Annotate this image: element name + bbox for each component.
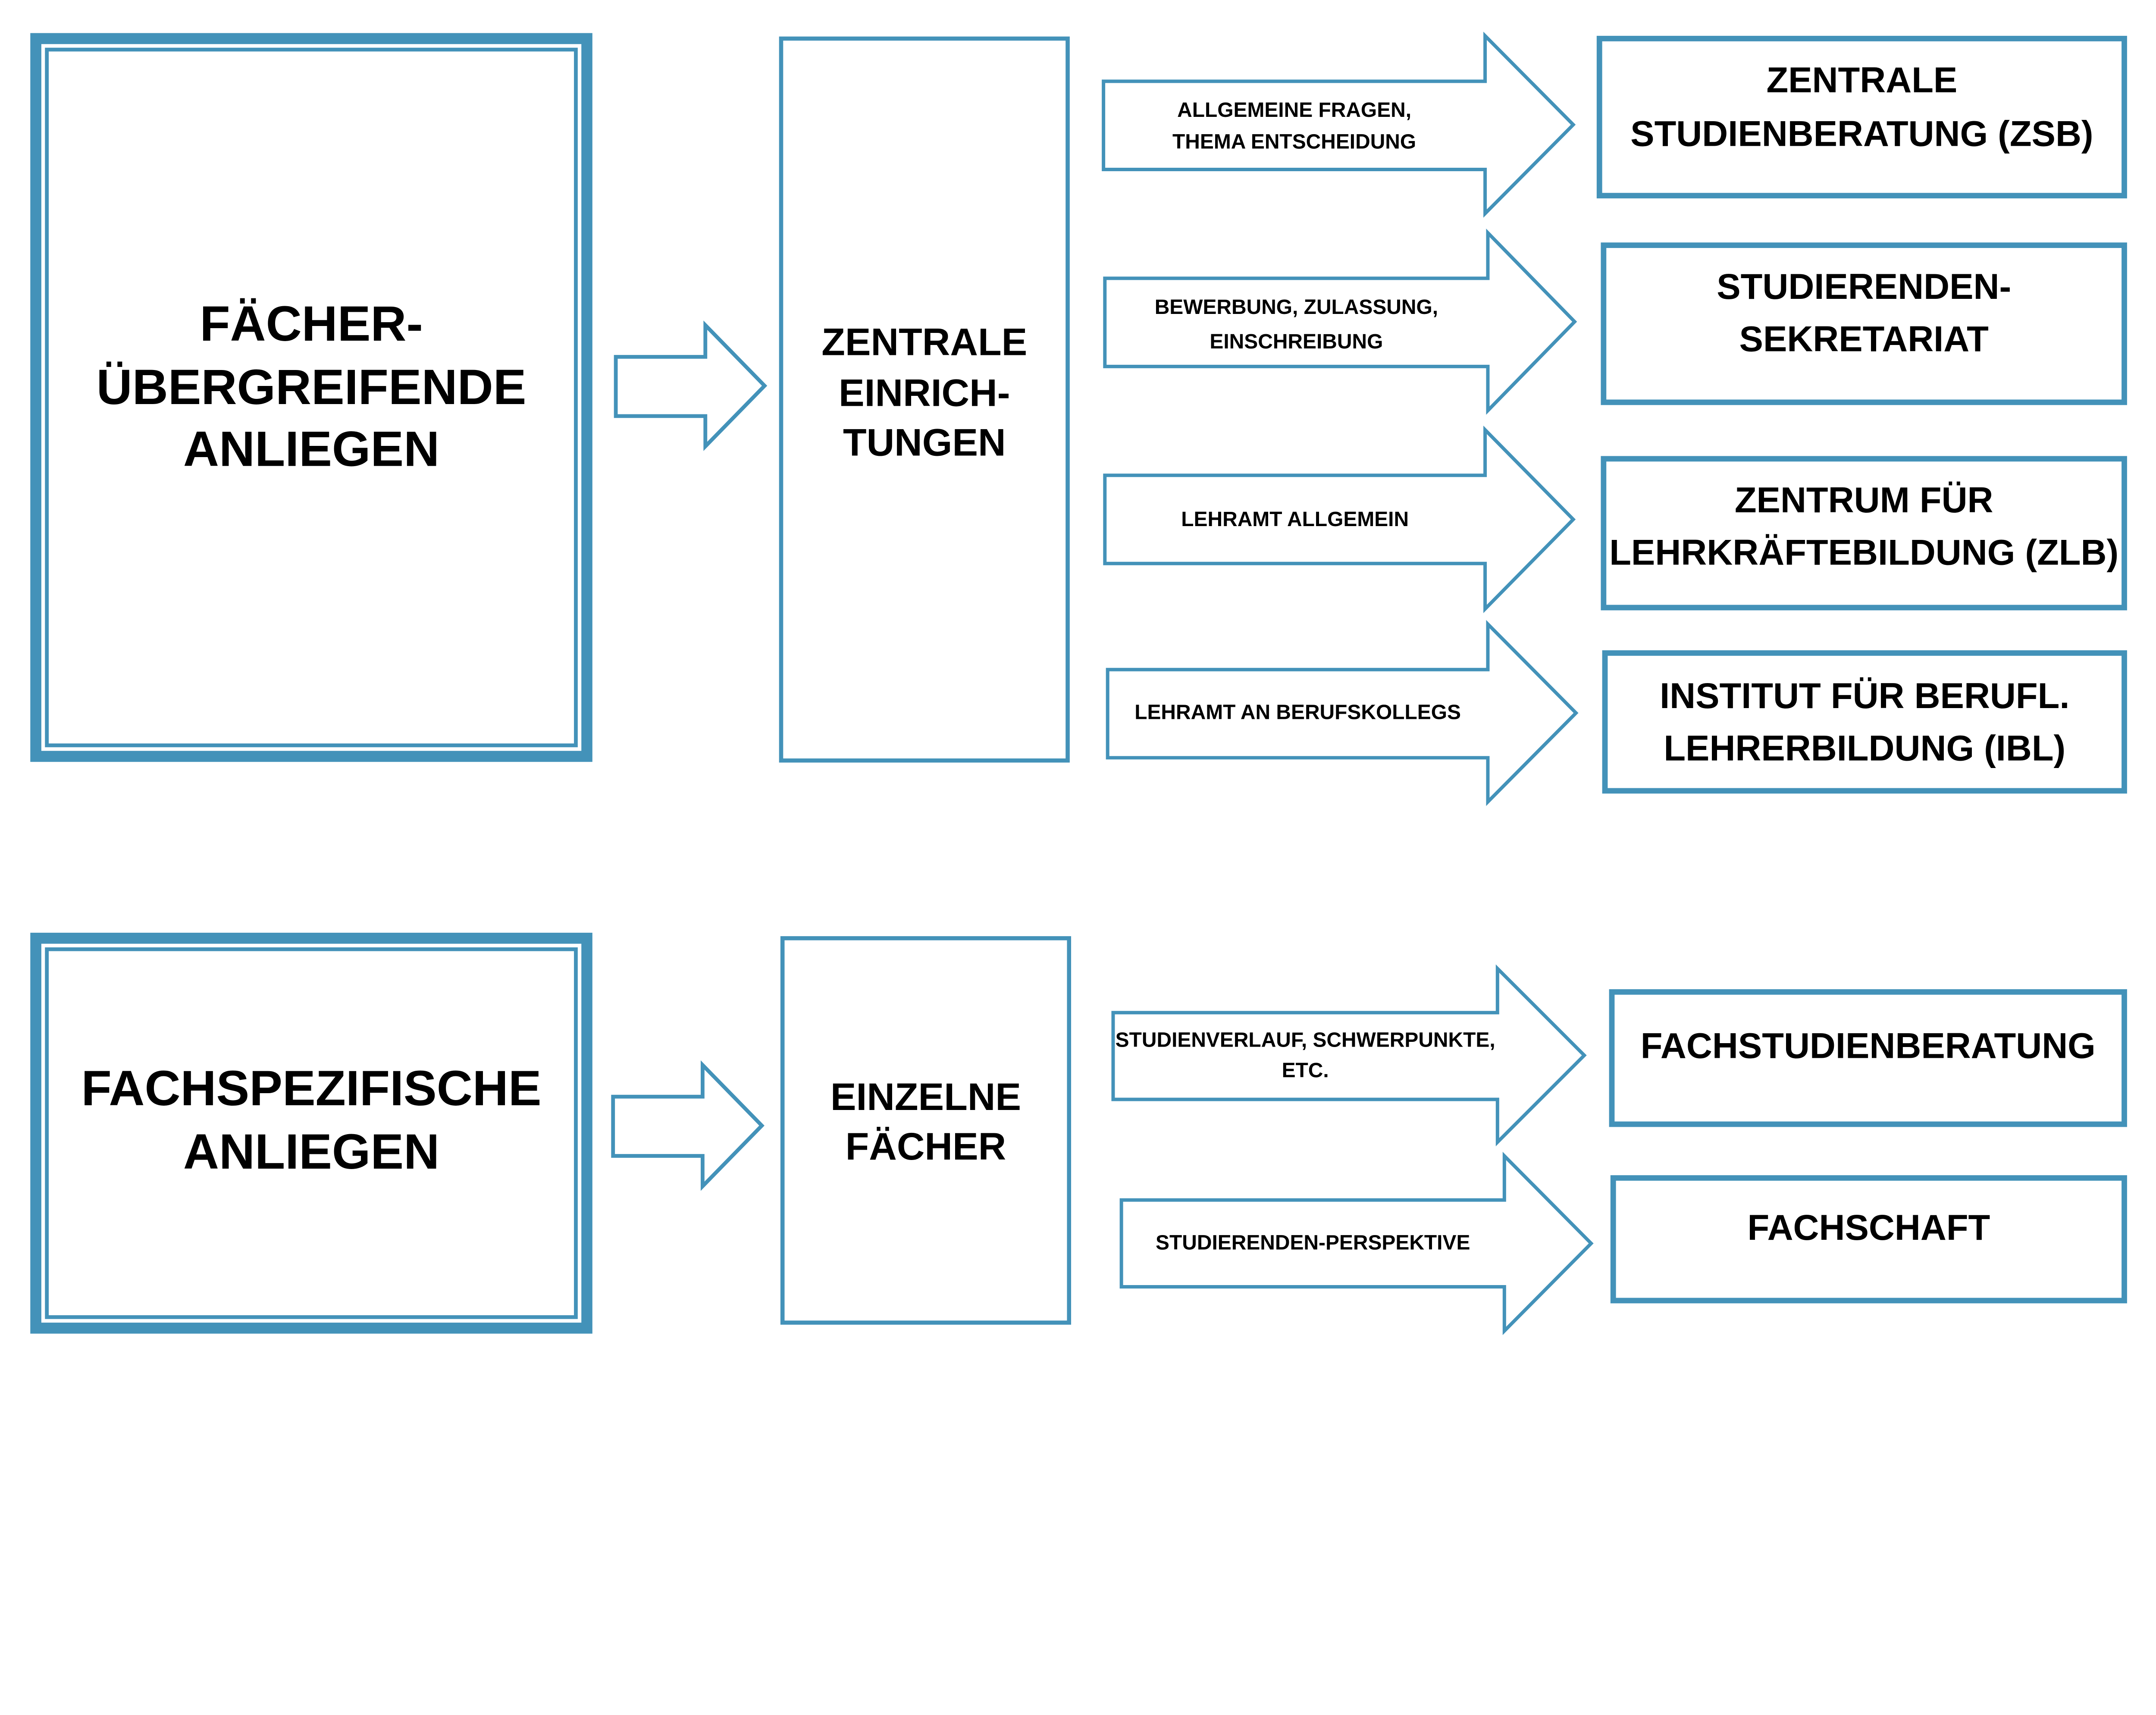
label-line: STUDIERENDEN-PERSPEKTIVE (1156, 1231, 1470, 1254)
advising-flow-diagram: FÄCHER- ÜBERGREIFENDE ANLIEGEN ZENTRALE EINR… (30, 31, 2127, 1335)
topic-arrow: STUDIENVERLAUF, SCHWERPUNKTE, ETC. (1111, 964, 1587, 1147)
label-line: STUDIENBERATUNG (ZSB) (1630, 113, 2093, 154)
institution-box: ZENTRALE EINRICH- TUNGEN (779, 36, 1070, 763)
arrow-right-icon (1106, 620, 1579, 806)
label-line: ETC. (1282, 1059, 1329, 1082)
target-office-box: INSTITUT FÜR BERUFL. LEHRERBILDUNG (IBL) (1602, 650, 2127, 794)
route: STUDIENVERLAUF, SCHWERPUNKTE, ETC. FACHSTU… (1111, 964, 2127, 1147)
label-line: ÜBERGREIFENDE (97, 360, 526, 415)
arrow-right-icon (1103, 229, 1577, 415)
label-line: LEHRAMT AN BERUFSKOLLEGS (1134, 701, 1461, 724)
route: LEHRAMT AN BERUFSKOLLEGS INSTITUT FÜR BER… (1106, 620, 2127, 806)
arrow-right-icon (1103, 426, 1576, 613)
label-line: ZENTRALE (821, 320, 1027, 363)
label-line: FACHSTUDIENBERATUNG (1641, 1025, 2096, 1066)
label-line: SEKRETARIAT (1739, 319, 1989, 359)
label-line: ALLGEMEINE FRAGEN, (1177, 99, 1411, 122)
route: LEHRAMT ALLGEMEIN ZENTRUM FÜR LEHRKRÄFTEBI… (1103, 426, 2127, 613)
arrow-right-icon (1119, 1151, 1594, 1335)
route: ALLGEMEINE FRAGEN, THEMA ENTSCHEIDUNG ZENT… (1102, 31, 2127, 218)
arrow-right-icon (1102, 31, 1576, 218)
topic-arrow: LEHRAMT AN BERUFSKOLLEGS (1106, 620, 1579, 806)
label-line: FACHSPEZIFISCHE (81, 1061, 542, 1116)
route: STUDIERENDEN-PERSPEKTIVE FACHSCHAFT (1119, 1151, 2127, 1335)
label-line: EINSCHREIBUNG (1210, 330, 1383, 353)
institution-box: EINZELNE FÄCHER (780, 936, 1072, 1325)
label-line: LEHRKRÄFTEBILDUNG (ZLB) (1609, 533, 2118, 573)
target-office-box: FACHSCHAFT (1610, 1175, 2127, 1304)
arrow-right-icon (1111, 964, 1587, 1147)
label-line: THEMA ENTSCHEIDUNG (1172, 131, 1416, 154)
category-box: FÄCHER- ÜBERGREIFENDE ANLIEGEN (30, 33, 592, 762)
category-box: FACHSPEZIFISCHE ANLIEGEN (30, 932, 592, 1334)
label-line: FÄCHER- (200, 296, 423, 351)
topic-arrow: BEWERBUNG, ZULASSUNG, EINSCHREIBUNG (1103, 229, 1577, 415)
topic-arrow: ALLGEMEINE FRAGEN, THEMA ENTSCHEIDUNG (1102, 31, 1576, 218)
label-line: TUNGEN (843, 421, 1006, 464)
target-office-box: FACHSTUDIENBERATUNG (1609, 989, 2127, 1127)
label-line: STUDIENVERLAUF, SCHWERPUNKTE, (1116, 1029, 1495, 1052)
label-line: ANLIEGEN (183, 422, 439, 477)
topic-arrow: STUDIERENDEN-PERSPEKTIVE (1119, 1151, 1594, 1335)
label-line: LEHRAMT ALLGEMEIN (1181, 508, 1409, 531)
label-line: EINZELNE (830, 1075, 1021, 1118)
target-office-box: ZENTRUM FÜR LEHRKRÄFTEBILDUNG (ZLB) (1601, 456, 2127, 611)
label-line: ZENTRALE (1766, 60, 1957, 100)
arrow-right-icon (611, 1060, 765, 1191)
target-office-box: STUDIERENDEN- SEKRETARIAT (1601, 242, 2127, 405)
label-line: EINRICH- (839, 371, 1010, 414)
topic-arrow: LEHRAMT ALLGEMEIN (1103, 426, 1576, 613)
label-line: ANLIEGEN (183, 1124, 439, 1179)
target-office-box: ZENTRALE STUDIENBERATUNG (ZSB) (1596, 36, 2127, 199)
label-line: INSTITUT FÜR BERUFL. (1660, 676, 2069, 716)
label-line: LEHRERBILDUNG (IBL) (1664, 728, 2065, 768)
label-line: FÄCHER (846, 1125, 1006, 1168)
label-line: FACHSCHAFT (1747, 1207, 1990, 1248)
label-line: STUDIERENDEN- (1717, 266, 2011, 307)
label-line: ZENTRUM FÜR (1735, 480, 1993, 520)
arrow-right-icon (614, 320, 768, 451)
route: BEWERBUNG, ZULASSUNG, EINSCHREIBUNG STUDIE… (1103, 229, 2127, 415)
section-2: FACHSPEZIFISCHE ANLIEGEN EINZELNE FÄCHER STU… (30, 932, 2127, 1335)
label-line: BEWERBUNG, ZULASSUNG, (1155, 296, 1438, 319)
section-1: FÄCHER- ÜBERGREIFENDE ANLIEGEN ZENTRALE EINR… (30, 31, 2127, 806)
